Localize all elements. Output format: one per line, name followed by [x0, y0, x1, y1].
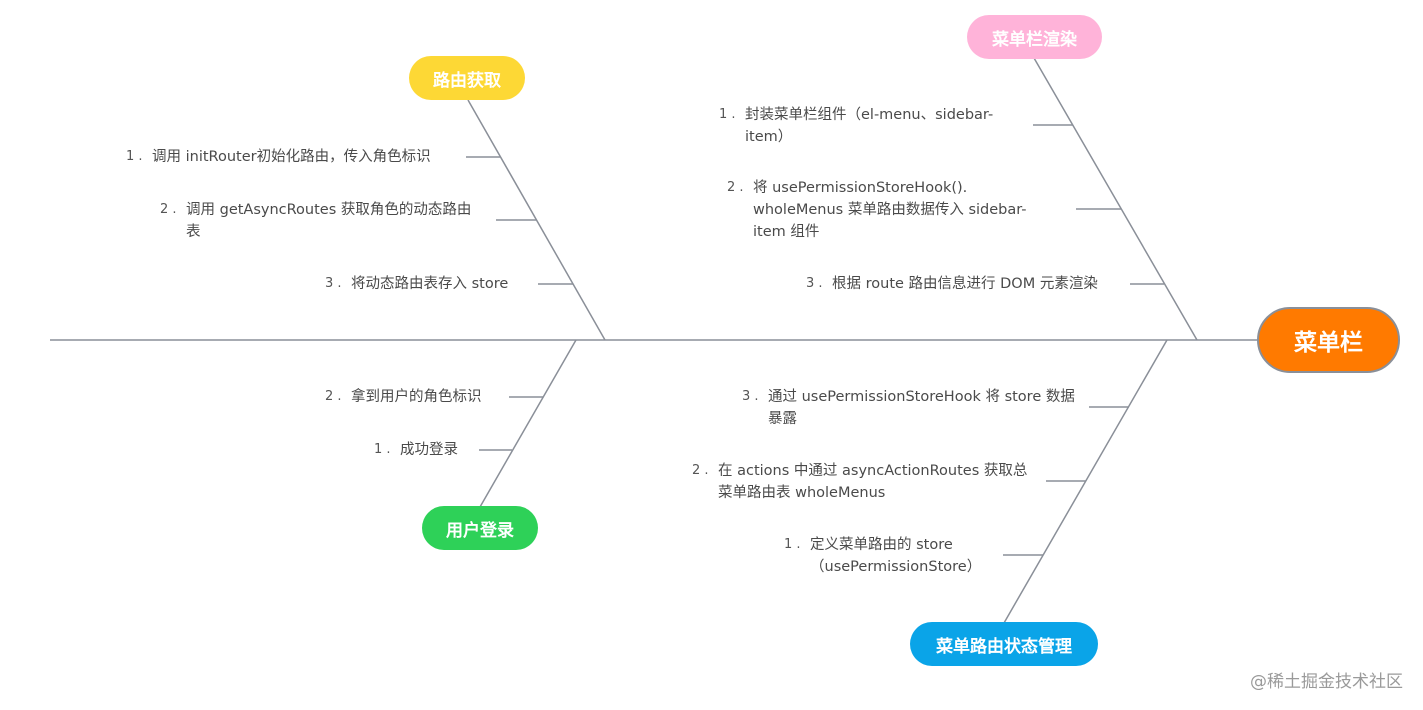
- item-number: 2 .: [160, 202, 177, 217]
- route-fetch-item-3[interactable]: 3 . 将动态路由表存入 store: [325, 273, 535, 295]
- item-text: 通过 usePermissionStoreHook 将 store 数据暴露: [768, 389, 1075, 427]
- branch-route-fetch[interactable]: 路由获取: [409, 56, 525, 100]
- item-number: 2 .: [325, 389, 342, 404]
- item-text: 将动态路由表存入 store: [351, 276, 509, 292]
- item-number: 3 .: [742, 389, 759, 404]
- menu-state-item-2[interactable]: 2 . 在 actions 中通过 asyncActionRoutes 获取总菜…: [692, 460, 1032, 504]
- item-text: 将 usePermissionStoreHook(). wholeMenus 菜…: [753, 180, 1027, 240]
- branch-line-user-login: [479, 339, 577, 508]
- item-text: 拿到用户的角色标识: [351, 389, 482, 405]
- item-text: 成功登录: [400, 442, 458, 458]
- item-number: 1 .: [374, 442, 391, 457]
- item-number: 3 .: [806, 276, 823, 291]
- item-text: 调用 getAsyncRoutes 获取角色的动态路由表: [186, 202, 472, 240]
- menu-state-item-1[interactable]: 1 . 定义菜单路由的 store（usePermissionStore）: [784, 534, 984, 578]
- item-number: 1 .: [784, 537, 801, 552]
- item-text: 定义菜单路由的 store（usePermissionStore）: [810, 537, 982, 575]
- item-number: 3 .: [325, 276, 342, 291]
- route-fetch-item-1[interactable]: 1 . 调用 initRouter初始化路由，传入角色标识: [126, 146, 466, 168]
- item-number: 2 .: [692, 463, 709, 478]
- branch-menu-render[interactable]: 菜单栏渲染: [967, 15, 1102, 59]
- route-fetch-item-2[interactable]: 2 . 调用 getAsyncRoutes 获取角色的动态路由表: [160, 199, 480, 243]
- item-text: 封装菜单栏组件（el-menu、sidebar-item）: [745, 107, 994, 145]
- menu-state-item-3[interactable]: 3 . 通过 usePermissionStoreHook 将 store 数据…: [742, 386, 1077, 430]
- item-number: 2 .: [727, 180, 744, 195]
- branch-line-menu-render: [1033, 57, 1198, 341]
- watermark: @稀土掘金技术社区: [1250, 672, 1403, 692]
- item-text: 在 actions 中通过 asyncActionRoutes 获取总菜单路由表…: [718, 463, 1028, 501]
- user-login-item-1[interactable]: 1 . 成功登录: [374, 439, 484, 461]
- branch-menu-state[interactable]: 菜单路由状态管理: [910, 622, 1098, 666]
- menu-render-item-1[interactable]: 1 . 封装菜单栏组件（el-menu、sidebar-item）: [719, 104, 1019, 148]
- branch-user-login[interactable]: 用户登录: [422, 506, 538, 550]
- root-node-menu-bar[interactable]: 菜单栏: [1257, 307, 1400, 373]
- item-number: 1 .: [126, 149, 143, 164]
- user-login-item-2[interactable]: 2 . 拿到用户的角色标识: [325, 386, 515, 408]
- item-text: 调用 initRouter初始化路由，传入角色标识: [152, 149, 431, 165]
- menu-render-item-3[interactable]: 3 . 根据 route 路由信息进行 DOM 元素渲染: [806, 273, 1136, 295]
- menu-render-item-2[interactable]: 2 . 将 usePermissionStoreHook(). wholeMen…: [727, 177, 1057, 243]
- item-number: 1 .: [719, 107, 736, 122]
- item-text: 根据 route 路由信息进行 DOM 元素渲染: [832, 276, 1098, 292]
